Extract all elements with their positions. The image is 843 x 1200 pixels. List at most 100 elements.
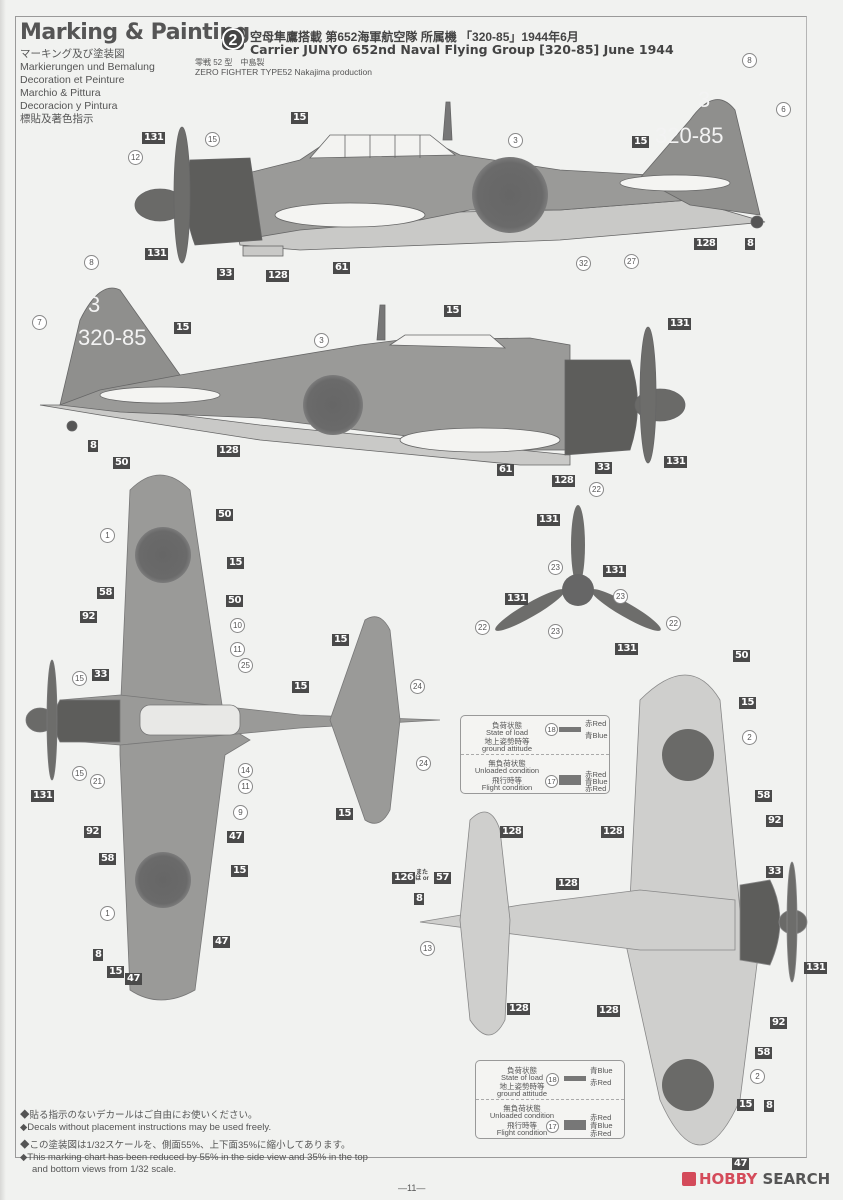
legend-unloaded-section: 無負荷状態 Unloaded condition 飛行時等 Flight con… — [476, 1099, 624, 1138]
callout-33: 33 — [217, 268, 234, 280]
legend-sub-en: Flight condition — [496, 1128, 548, 1137]
callout-128: 128 — [601, 826, 625, 838]
callout-58: 58 — [755, 1047, 772, 1059]
watermark-logo-icon — [682, 1172, 696, 1186]
legend-loaded-section: 負荷状態 State of load 地上姿勢時等 ground attitud… — [476, 1061, 624, 1099]
watermark-brand: HOBBY — [699, 1170, 758, 1188]
callout-92: 92 — [770, 1017, 787, 1029]
load-state-legend-top: 負荷状態 State of load 地上姿勢時等 ground attitud… — [460, 715, 610, 794]
stripe-chip — [564, 1076, 586, 1081]
callout-21-circle: 21 — [90, 774, 105, 789]
legend-sub-en: ground attitude — [496, 1089, 548, 1098]
legend-loaded-section: 負荷状態 State of load 地上姿勢時等 ground attitud… — [461, 716, 609, 754]
callout-15: 15 — [739, 697, 756, 709]
legend-unloaded-section: 無負荷状態 Unloaded condition 飛行時等 Flight con… — [461, 754, 609, 793]
legend-label-en: Unloaded condition — [474, 766, 540, 775]
callout-47: 47 — [732, 1158, 749, 1170]
note-scale-en-cont: and bottom views from 1/32 scale. — [32, 1164, 177, 1175]
callout-58: 58 — [99, 853, 116, 865]
callout-6-circle: 6 — [776, 102, 791, 117]
stripe-chip — [564, 1120, 586, 1130]
callout-128: 128 — [500, 826, 524, 838]
note-decals-jp: ◆貼る指示のないデカールはご自由にお使いください。 — [20, 1110, 258, 1121]
note-scale-en: ◆This marking chart has been reduced by … — [20, 1152, 368, 1163]
callout-8: 8 — [745, 238, 756, 250]
stripe-chip — [559, 775, 581, 785]
callout-15: 15 — [336, 808, 353, 820]
callout-61: 61 — [333, 262, 350, 274]
callout-128: 128 — [552, 475, 576, 487]
scheme-title-en: Carrier JUNYO 652nd Naval Flying Group [… — [250, 42, 674, 57]
aircraft-type-en: ZERO FIGHTER TYPE52 Nakajima production — [195, 67, 372, 77]
callout-15: 15 — [292, 681, 309, 693]
callout-15-circle: 15 — [72, 766, 87, 781]
callout-128: 128 — [266, 270, 290, 282]
callout-50: 50 — [226, 595, 243, 607]
decal-18-circle: 18 — [545, 723, 558, 736]
callout-131: 131 — [615, 643, 639, 655]
page-edge-shadow — [0, 0, 6, 1200]
callout-128: 128 — [217, 445, 241, 457]
callout-8: 8 — [764, 1100, 775, 1112]
scheme-title-jp: 空母隼鷹搭載 第652海軍航空隊 所属機 「320-85」1944年6月 — [250, 30, 579, 44]
callout-11-circle: 11 — [238, 779, 253, 794]
svg-text:320-85: 320-85 — [78, 325, 147, 350]
color-blue-label: 青Blue — [585, 731, 608, 740]
callout-8: 8 — [93, 949, 104, 961]
callout-33: 33 — [595, 462, 612, 474]
callout-128: 128 — [694, 238, 718, 250]
page-title: Marking & Painting — [20, 20, 250, 45]
callout-47: 47 — [227, 831, 244, 843]
legend-label-jp: 無負荷状態 — [488, 759, 526, 768]
callout-13-circle: 13 — [420, 941, 435, 956]
callout-or-text: または or — [415, 870, 429, 882]
callout-131: 131 — [142, 132, 166, 144]
callout-22-circle: 22 — [666, 616, 681, 631]
callout-11-circle: 11 — [230, 642, 245, 657]
callout-92: 92 — [766, 815, 783, 827]
watermark: HOBBY SEARCH — [682, 1170, 830, 1188]
color-red-label: 赤Red — [585, 784, 607, 793]
callout-131: 131 — [603, 565, 627, 577]
stripe-chip — [559, 727, 581, 732]
callout-22-circle: 22 — [589, 482, 604, 497]
callout-15: 15 — [174, 322, 191, 334]
load-state-legend-bottom: 負荷状態 State of load 地上姿勢時等 ground attitud… — [475, 1060, 625, 1139]
callout-3-circle: 3 — [314, 333, 329, 348]
callout-131: 131 — [668, 318, 692, 330]
bottom-view — [419, 674, 808, 1146]
callout-22-circle: 22 — [475, 620, 490, 635]
color-blue-label: 青Blue — [590, 1066, 613, 1075]
callout-23-circle: 23 — [548, 624, 563, 639]
callout-8-circle: 8 — [742, 53, 757, 68]
callout-47: 47 — [213, 936, 230, 948]
callout-23-circle: 23 — [613, 589, 628, 604]
callout-131: 131 — [664, 456, 688, 468]
callout-3-circle: 3 — [508, 133, 523, 148]
callout-24-circle: 24 — [416, 756, 431, 771]
callout-131: 131 — [804, 962, 828, 974]
callout-15-circle: 15 — [205, 132, 220, 147]
callout-15: 15 — [737, 1099, 754, 1111]
callout-15: 15 — [332, 634, 349, 646]
decal-17-circle: 17 — [545, 775, 558, 788]
callout-15: 15 — [227, 557, 244, 569]
callout-15: 15 — [291, 112, 308, 124]
note-scale-jp: ◆この塗装図は1/32スケールを、側面55%、上下面35%に縮小してあります。 — [20, 1140, 351, 1151]
side-view-left-facing — [134, 99, 766, 264]
svg-text:320-85: 320-85 — [655, 123, 724, 148]
top-view — [25, 474, 441, 1001]
note-decals-en: ◆Decals without placement instructions m… — [20, 1122, 272, 1133]
callout-92: 92 — [84, 826, 101, 838]
callout-92: 92 — [80, 611, 97, 623]
callout-15: 15 — [231, 865, 248, 877]
callout-1-circle: 1 — [100, 528, 115, 543]
legend-sub-en: Flight condition — [481, 783, 533, 792]
callout-128: 128 — [597, 1005, 621, 1017]
callout-7-circle: 7 — [32, 315, 47, 330]
subtitle-jp: マーキング及び塗装図 — [20, 48, 125, 60]
legend-label-jp: 無負荷状態 — [503, 1104, 541, 1113]
callout-15: 15 — [632, 136, 649, 148]
callout-15: 15 — [107, 966, 124, 978]
legend-label-jp: 負荷状態 — [507, 1066, 537, 1075]
